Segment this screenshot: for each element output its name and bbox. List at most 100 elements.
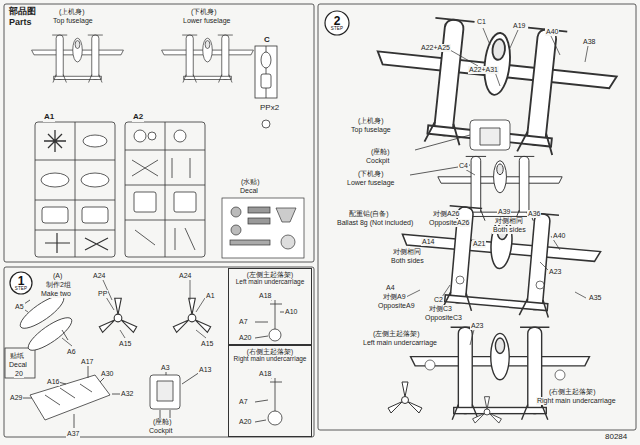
part-label: 制作2组 [45,281,72,289]
callout-number: A2 [132,113,144,122]
callout-number: A15 [200,340,214,348]
part-label: Cockpit [148,427,173,435]
panel-heading-cn: (右侧主起落架) [231,348,309,355]
part-label: (右侧主起落架) [548,388,597,396]
part-label: Ballast 8g (Not included) [336,219,414,227]
callout-number: A40 [552,232,566,240]
callout-number: A24 [92,272,106,280]
part-label: Make two [40,290,72,298]
part-label: 对侧A9 [382,293,407,301]
part-label: 20 [14,370,24,378]
callout-number: A4 [385,284,396,292]
step-badge: 1STEP [9,271,33,295]
part-label: Both sides [390,257,425,265]
callout-number: A13 [198,366,212,374]
callout-number: A23 [470,322,484,330]
callout-number: A22+A31 [468,66,499,74]
callout-number: A40 [545,28,559,36]
callout-number: C [263,36,271,45]
fuselage-assembly [396,202,603,322]
callout-number: A29 [9,394,23,402]
callout-number: A1 [43,113,55,122]
part-label: 配重铅(自备) [348,210,390,218]
sprue-a2 [125,122,205,257]
callout-number: A17 [80,358,94,366]
part-label: (下机身) [190,8,218,16]
step-badge: 2STEP [324,10,350,36]
propeller [473,397,502,423]
callout-number: C2 [433,296,444,304]
part-label: 对侧相同 [392,248,422,256]
callout-number: A6 [66,348,77,356]
part-label: PPx2 [259,104,280,113]
part-label: Lower fuselage [346,179,395,187]
step-number: 2 [334,15,341,27]
callout-number: A20 [238,418,252,426]
panel-heading-cn: (左侧主起落架) [231,271,309,278]
part-label: 80284 [604,433,628,442]
part-label: Decal [8,361,28,369]
leader-lines [400,28,588,380]
part-label: (座舱) [152,418,173,426]
callout-number: A35 [588,294,602,302]
callout-number: C1 [476,18,487,26]
callout-number: A24 [178,272,192,280]
part-label: Decal [239,187,259,195]
part-label: Cockpit [365,157,390,165]
part-label: Parts [8,18,33,28]
callout-number: A1 [205,292,216,300]
part-label: 对侧C3 [428,305,453,313]
part-label: (座舱) [370,148,391,156]
callout-number: A15 [118,340,132,348]
lower-fuselage-part [162,35,254,83]
callout-number: A32 [120,390,134,398]
part-label: Both sides [492,226,527,234]
top-fuselage-assembly [369,12,621,161]
part-label: 对侧A26 [432,210,460,218]
panel-heading-en: Left main undercarriage [231,278,309,285]
callout-number: A10 [284,308,298,316]
callout-number: A7 [238,318,249,326]
part-label: 对侧相同 [494,217,524,225]
part-label: (上机身) [357,117,385,125]
sprue-a1 [35,122,115,257]
part-label: OppositeA26 [428,219,470,227]
callout-number: A30 [100,370,114,378]
step-number: 1 [18,275,25,287]
callout-number: A5 [14,303,25,311]
callout-number: C4 [458,162,469,170]
panel-frames [4,4,636,437]
propeller-assembly [173,298,210,332]
callout-number: A3 [160,364,171,372]
callout-number: A38 [582,38,596,46]
part-label: Lower fuselage [182,17,231,25]
part-label: (下机身) [357,170,385,178]
part-label: (水贴) [240,178,261,186]
top-fuselage-part [32,35,124,83]
step1-illustration [16,291,76,356]
decal-sheet [222,198,304,258]
callout-number: A23 [548,268,562,276]
callout-number: A20 [238,334,252,342]
step-word: STEP [331,27,344,32]
part-label: OppositeC3 [424,314,463,322]
callout-number: A18 [258,292,272,300]
callout-number: A18 [258,370,272,378]
part-label: 贴纸 [9,352,25,360]
callout-number: A16 [46,378,60,386]
part-label: (上机身) [58,8,86,16]
part-label: Top fuselage [52,17,94,25]
part-label: Left main undercarriage [362,339,438,347]
cockpit-drawings [22,364,200,428]
leader-lines [22,280,206,346]
clear-sprue [255,46,277,128]
panel-heading-en: Right main undercarriage [231,355,309,362]
step-word: STEP [15,287,28,292]
callout-number: A36 [527,210,541,218]
callout-number: A19 [512,22,526,30]
part-label: (左侧主起落架) [372,330,421,338]
propeller-assembly [99,298,136,332]
part-label: OppositeA9 [377,302,416,310]
